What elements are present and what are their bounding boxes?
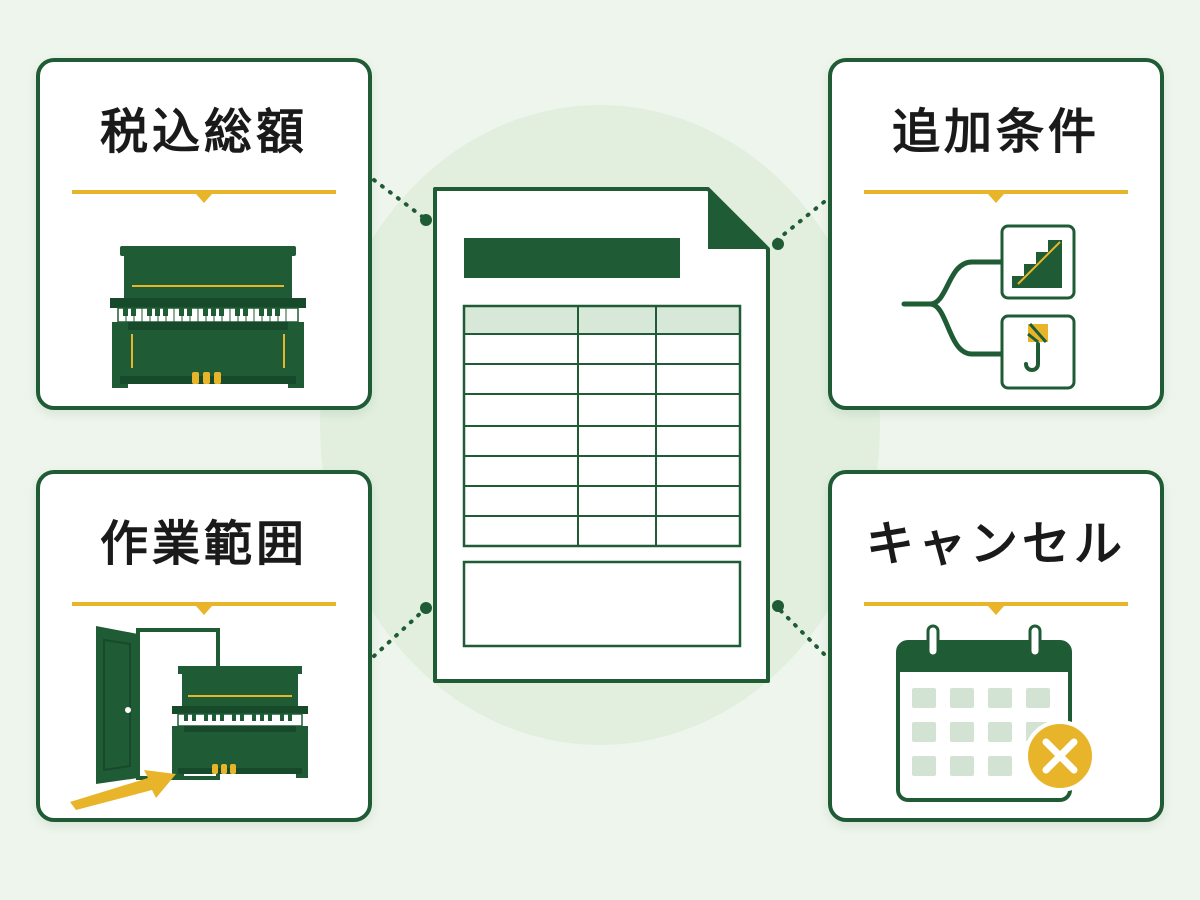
connector-dot-bottom-right (772, 600, 784, 612)
connector-top-left (372, 178, 426, 220)
card-cancellation: キャンセル (828, 470, 1164, 822)
document-title-bar (464, 238, 680, 278)
card-title-cancellation: キャンセル (865, 516, 1126, 572)
connector-bottom-right (774, 604, 826, 656)
card-additional-conditions: 追加条件 (828, 58, 1164, 410)
quote-document-icon (433, 187, 770, 683)
stairs-icon (1000, 224, 1076, 300)
card-title-tax-included-total: 税込総額 (99, 104, 308, 160)
connector-dot-top-left (420, 214, 432, 226)
cancel-x-icon (1024, 720, 1096, 792)
document-table (462, 304, 742, 548)
title-underline (72, 602, 336, 615)
connector-dot-top-right (772, 238, 784, 250)
card-tax-included-total: 税込総額 (36, 58, 372, 410)
branch-stairs-crane-hook-icon (901, 224, 1076, 390)
card-title-work-scope: 作業範囲 (99, 516, 308, 572)
document-notes-box (462, 560, 742, 648)
title-underline (864, 602, 1128, 615)
card-title-additional-conditions: 追加条件 (891, 104, 1100, 160)
calendar-cancel-icon (896, 624, 1096, 802)
connector-top-right (770, 200, 826, 246)
title-underline (864, 190, 1128, 203)
connector-bottom-left (372, 608, 426, 658)
card-work-scope: 作業範囲 (36, 470, 372, 822)
upright-piano-icon (172, 666, 308, 778)
connector-dot-bottom-left (420, 602, 432, 614)
doorway-piano-arrow-icon (70, 626, 308, 810)
upright-piano-icon (110, 246, 306, 388)
title-underline (72, 190, 336, 203)
crane-hook-icon (1000, 314, 1076, 390)
arrow-icon (70, 770, 176, 810)
